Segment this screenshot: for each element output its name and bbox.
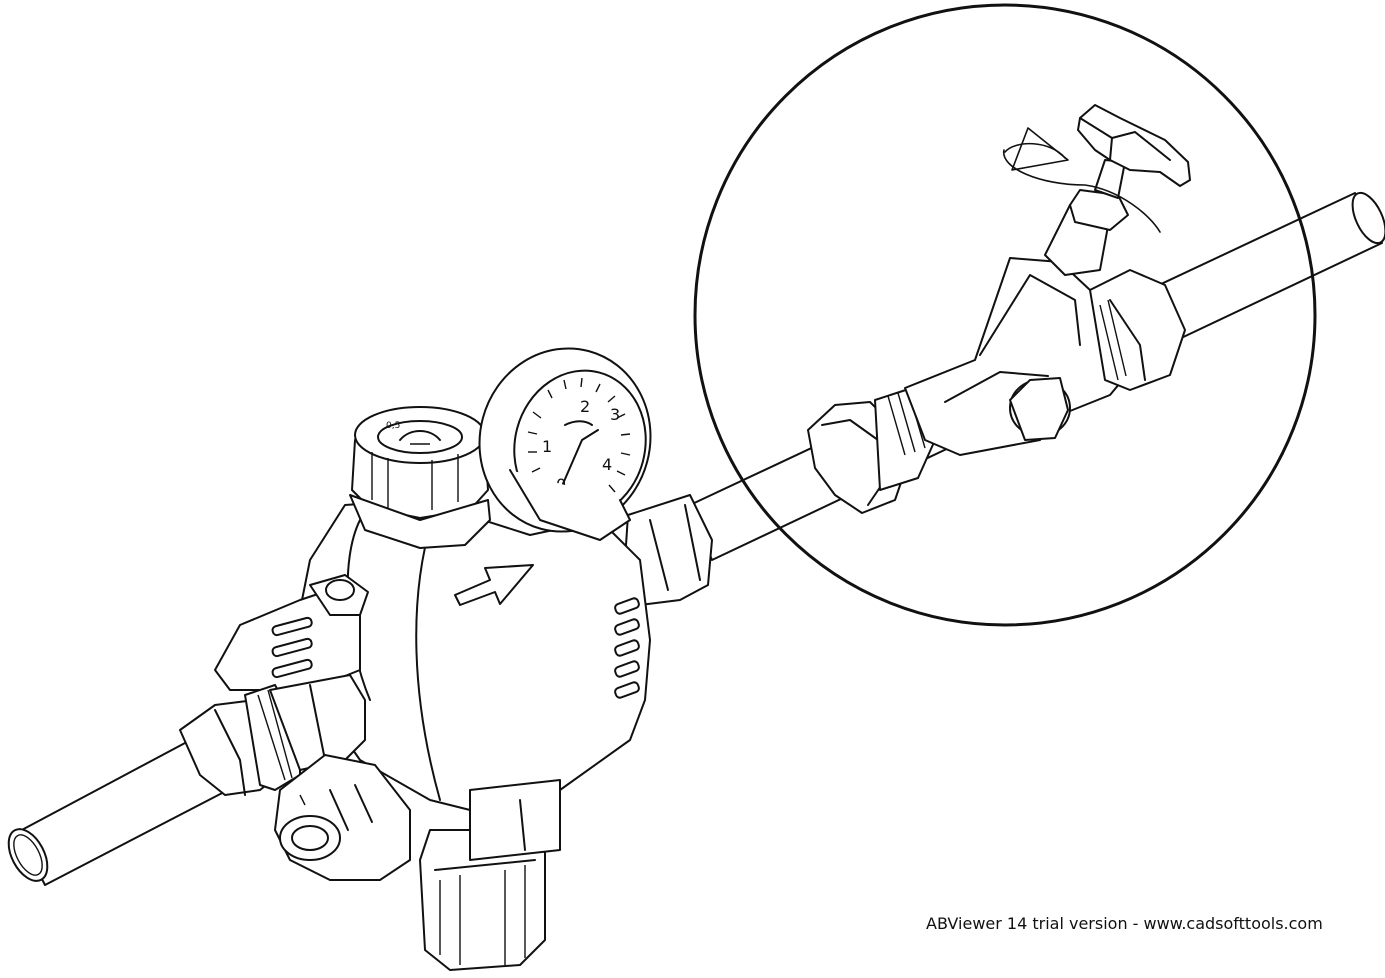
gauge-label-2: 2	[580, 397, 590, 416]
filter-bowl	[419, 779, 561, 971]
flow-direction-arrow	[454, 564, 534, 606]
gauge-label-4: 4	[602, 455, 612, 474]
watermark-text: ABViewer 14 trial version - www.cadsoftt…	[926, 914, 1323, 933]
vent-slots	[614, 597, 640, 699]
gauge-label-3: 3	[610, 405, 620, 424]
pressure-gauge: 1 2 3 4 0	[478, 347, 652, 541]
knob-marking: 0,5	[386, 421, 400, 431]
detail-circle	[693, 3, 1317, 627]
inlet-pipe-left	[7, 734, 229, 886]
gauge-label-1: 1	[542, 437, 552, 456]
gauge-needle	[561, 429, 599, 487]
shutoff-valve	[807, 104, 1191, 514]
filter-housing	[299, 499, 651, 811]
inlet-union-nut	[179, 674, 366, 796]
bypass-lever	[214, 574, 369, 691]
drain-port	[274, 754, 411, 881]
adjustment-knob: 0,5	[349, 406, 491, 549]
